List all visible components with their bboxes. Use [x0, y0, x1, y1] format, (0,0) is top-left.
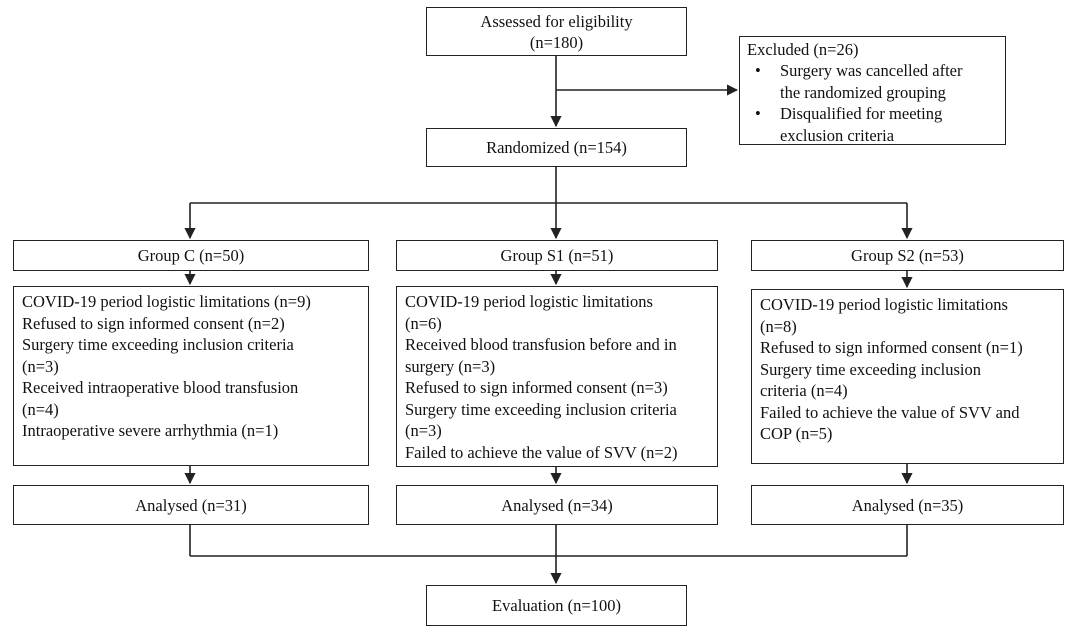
exclusion-line: Surgery time exceeding inclusion criteri… [22, 335, 294, 354]
exclusion-line: Refused to sign informed consent (n=1) [760, 338, 1023, 357]
group-s1-analysed-box: Analysed (n=34) [396, 485, 718, 525]
randomized-box: Randomized (n=154) [426, 128, 687, 167]
exclusion-line: Received intraoperative blood transfusio… [22, 378, 299, 397]
group-s1-analysed-label: Analysed (n=34) [501, 495, 613, 515]
exclusion-line: (n=4) [22, 399, 59, 419]
exclusion-line: Failed to achieve the value of SVV and [760, 402, 1020, 422]
group-c-exclusions: COVID-19 period logistic limitations (n=… [13, 286, 369, 466]
exclusion-line: (n=3) [405, 421, 442, 440]
group-s1-label: Group S1 (n=51) [500, 246, 614, 265]
evaluation-box: Evaluation (n=100) [426, 585, 687, 626]
exclusion-line: COVID-19 period logistic limitations (n=… [22, 292, 311, 311]
assessed-count: (n=180) [529, 32, 584, 52]
evaluation-label: Evaluation (n=100) [492, 596, 621, 615]
excluded-title: Excluded (n=26) [747, 40, 859, 59]
excluded-box: Excluded (n=26) • Surgery was cancelled … [739, 36, 1006, 145]
assessed-label: Assessed for eligibility [480, 11, 633, 31]
group-s2-analysed-box: Analysed (n=35) [751, 485, 1064, 525]
group-s2-box: Group S2 (n=53) [751, 240, 1064, 271]
exclusion-line: COP (n=5) [760, 424, 833, 443]
exclusion-line: (n=8) [760, 316, 797, 336]
group-c-analysed-box: Analysed (n=31) [13, 485, 369, 525]
exclusion-line: Refused to sign informed consent (n=2) [22, 313, 285, 333]
assessed-box: Assessed for eligibility (n=180) [426, 7, 687, 56]
group-s2-analysed-label: Analysed (n=35) [851, 495, 964, 515]
group-c-label: Group C (n=50) [137, 246, 245, 265]
group-c-analysed-label: Analysed (n=31) [135, 495, 247, 515]
exclusion-line: Surgery time exceeding inclusion [760, 359, 982, 379]
group-s2-exclusions: COVID-19 period logistic limitations (n=… [751, 289, 1064, 464]
exclusion-line: Surgery time exceeding inclusion criteri… [405, 399, 677, 419]
exclusion-line: criteria (n=4) [760, 381, 848, 400]
exclusion-line: (n=6) [405, 313, 442, 333]
exclusion-line: Intraoperative severe arrhythmia (n=1) [22, 421, 279, 440]
group-c-box: Group C (n=50) [13, 240, 369, 271]
bullet-icon: • [755, 104, 761, 123]
group-s2-label: Group S2 (n=53) [851, 246, 964, 265]
exclusion-line: Received blood transfusion before and in [405, 335, 677, 354]
group-s1-exclusions: COVID-19 period logistic limitations (n=… [396, 286, 718, 467]
exclusion-line: Refused to sign informed consent (n=3) [405, 378, 668, 397]
exclusion-line: COVID-19 period logistic limitations [760, 295, 1008, 314]
exclusion-line: Failed to achieve the value of SVV (n=2) [405, 442, 678, 462]
excluded-reason: • Disqualified for meeting exclusion cri… [755, 104, 943, 145]
group-s1-box: Group S1 (n=51) [396, 240, 718, 271]
randomized-label: Randomized (n=154) [486, 138, 627, 157]
exclusion-line: (n=3) [22, 356, 59, 376]
excluded-reasons: • Surgery was cancelled after the random… [747, 60, 999, 146]
bullet-icon: • [755, 61, 761, 80]
excluded-reason: • Surgery was cancelled after the random… [755, 61, 963, 102]
exclusion-line: COVID-19 period logistic limitations [405, 292, 653, 311]
exclusion-line: surgery (n=3) [405, 356, 496, 376]
